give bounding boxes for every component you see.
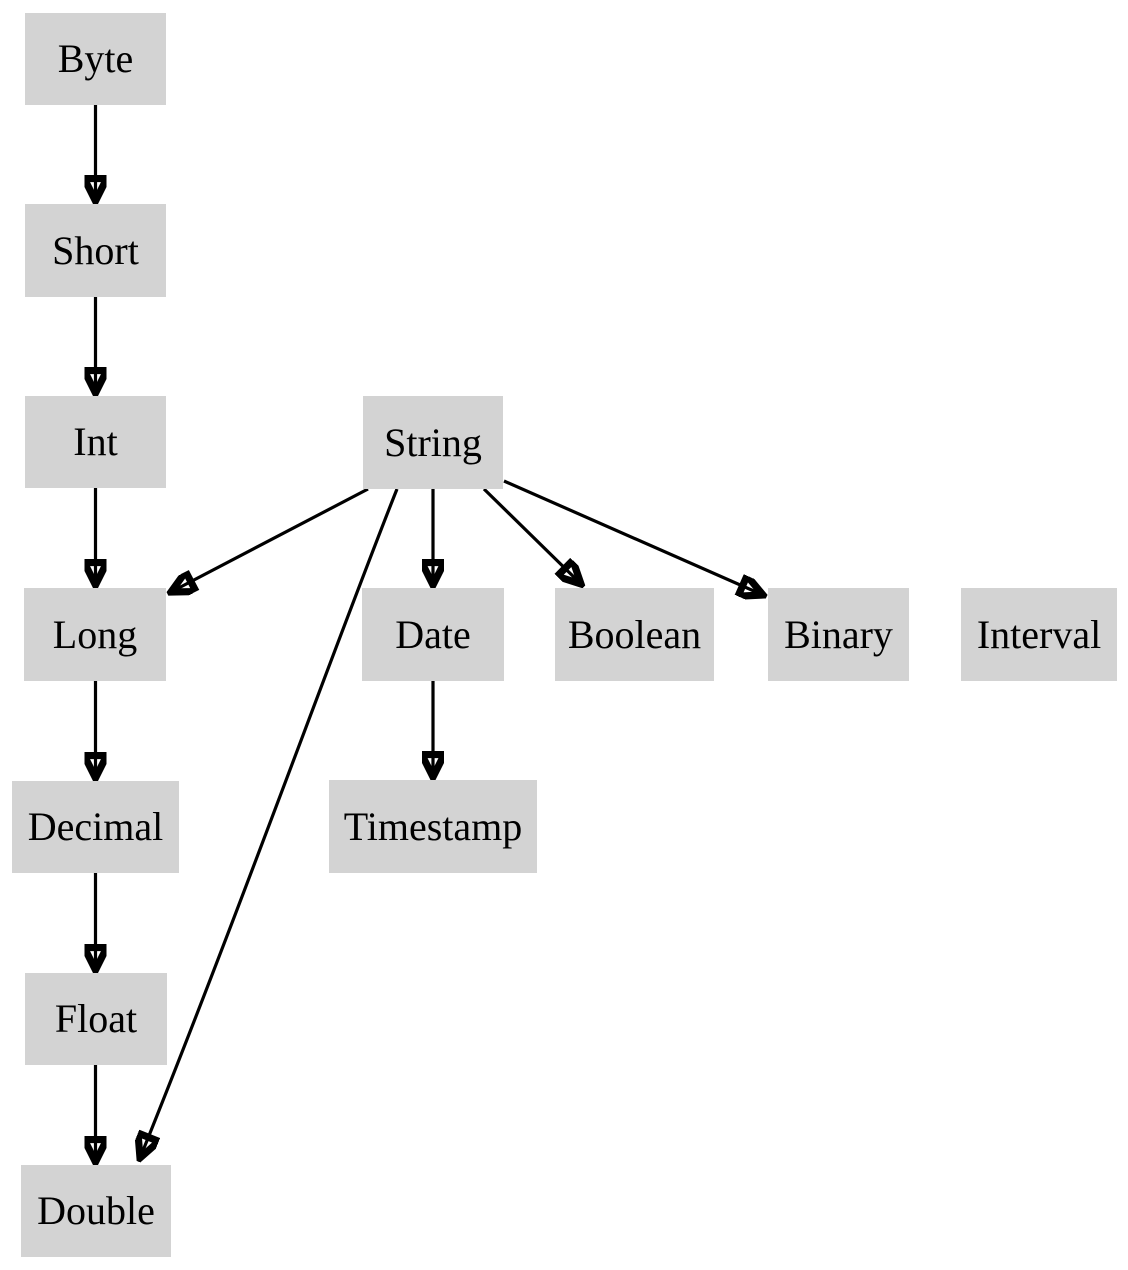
node-double: Double bbox=[21, 1165, 171, 1257]
node-timestamp: Timestamp bbox=[329, 780, 537, 873]
node-interval: Interval bbox=[961, 588, 1117, 681]
node-boolean: Boolean bbox=[555, 588, 714, 681]
node-float: Float bbox=[25, 973, 167, 1065]
edge-string-binary bbox=[503, 479, 763, 595]
edge-string-long bbox=[171, 487, 369, 592]
node-date: Date bbox=[362, 588, 504, 681]
edge-string-double bbox=[140, 488, 399, 1158]
node-string: String bbox=[363, 396, 503, 489]
node-binary: Binary bbox=[768, 588, 909, 681]
node-int: Int bbox=[25, 396, 166, 488]
node-short: Short bbox=[25, 204, 166, 297]
node-decimal: Decimal bbox=[12, 781, 179, 873]
edge-string-boolean bbox=[482, 487, 581, 584]
node-long: Long bbox=[24, 588, 166, 681]
node-byte: Byte bbox=[25, 13, 166, 105]
